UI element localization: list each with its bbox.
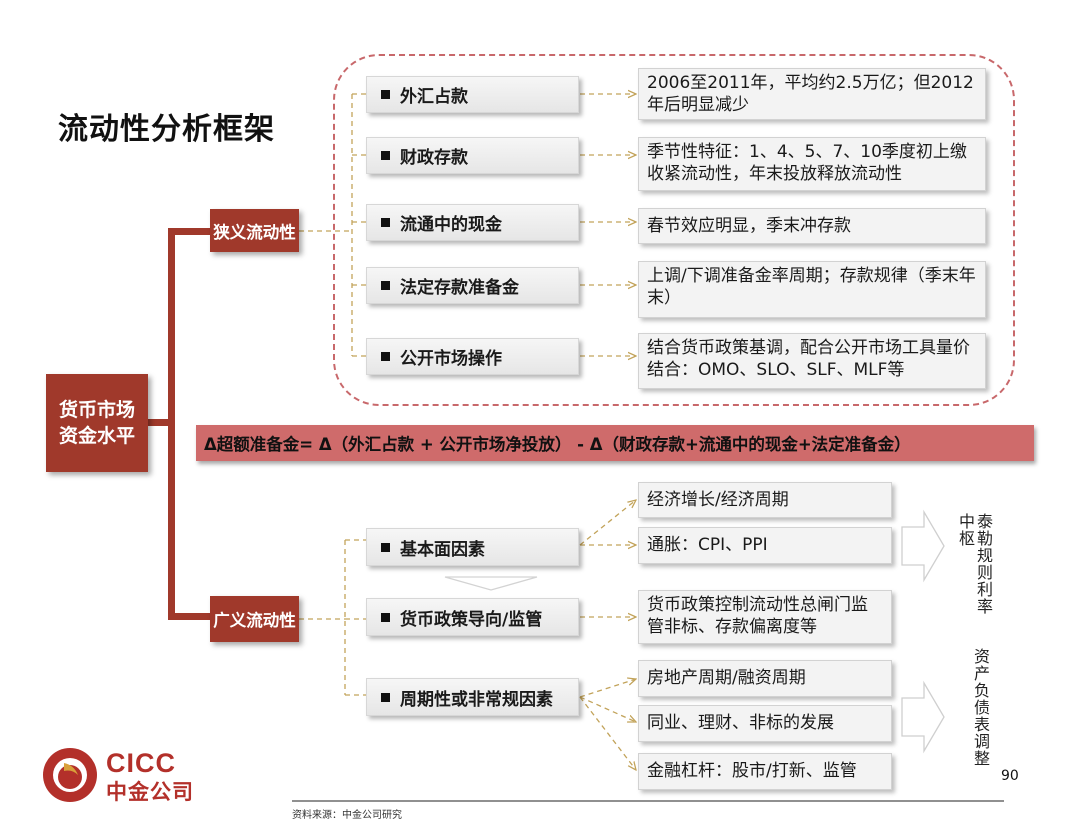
narrow-item-cash: 流通中的现金 bbox=[366, 204, 579, 241]
item-label: 财政存款 bbox=[400, 148, 468, 168]
broad-item-fundamentals: 基本面因素 bbox=[366, 528, 579, 566]
broad-desc-policy: 货币政策控制流动性总闸门监管非标、存款偏离度等 bbox=[638, 590, 892, 644]
logo-wordmark: CICC bbox=[106, 748, 176, 778]
source-note: 资料来源：中金公司研究 bbox=[292, 810, 402, 821]
item-label: 公开市场操作 bbox=[400, 349, 502, 369]
broad-desc-property: 房地产周期/融资周期 bbox=[638, 660, 892, 697]
item-label: 流通中的现金 bbox=[400, 215, 502, 235]
narrow-item-reserve: 法定存款准备金 bbox=[366, 267, 579, 304]
broad-desc-inflation: 通胀：CPI、PPI bbox=[638, 527, 892, 564]
narrow-item-forex: 外汇占款 bbox=[366, 76, 579, 113]
item-label: 外汇占款 bbox=[400, 87, 468, 107]
bullet-icon bbox=[381, 281, 390, 290]
broad-item-cyclical: 周期性或非常规因素 bbox=[366, 678, 579, 716]
item-label: 货币政策导向/监管 bbox=[400, 609, 543, 630]
narrow-desc-forex: 2006至2011年，平均约2.5万亿；但2012年后明显减少 bbox=[638, 68, 986, 120]
item-label: 法定存款准备金 bbox=[400, 278, 519, 298]
bullet-icon bbox=[381, 612, 390, 622]
page-number: 90 bbox=[1001, 768, 1019, 784]
narrow-liquidity-node: 狭义流动性 bbox=[210, 209, 299, 252]
cicc-logo-icon bbox=[42, 747, 98, 803]
broad-desc-interbank: 同业、理财、非标的发展 bbox=[638, 705, 892, 742]
broad-liquidity-node: 广义流动性 bbox=[210, 596, 299, 642]
narrow-liquidity-frame bbox=[333, 54, 1015, 406]
logo-chinese: 中金公司 bbox=[106, 781, 194, 804]
balance-sheet-label: 资产负债表调整 bbox=[973, 647, 990, 768]
broad-desc-leverage: 金融杠杆：股市/打新、监管 bbox=[638, 753, 892, 790]
root-node: 货币市场资金水平 bbox=[46, 374, 148, 472]
anchor-label: 中枢 bbox=[958, 512, 975, 548]
narrow-desc-omo: 结合货币政策基调，配合公开市场工具量价结合：OMO、SLO、SLF、MLF等 bbox=[638, 333, 986, 389]
item-label: 基本面因素 bbox=[400, 539, 485, 560]
bullet-icon bbox=[381, 352, 390, 361]
narrow-desc-cash: 春节效应明显，季末冲存款 bbox=[638, 208, 986, 244]
narrow-item-omo: 公开市场操作 bbox=[366, 338, 579, 375]
bullet-icon bbox=[381, 692, 390, 702]
bullet-icon bbox=[381, 90, 390, 99]
page-title: 流动性分析框架 bbox=[58, 112, 275, 147]
narrow-desc-fiscal: 季节性特征：1、4、5、7、10季度初上缴收紧流动性，年末投放释放流动性 bbox=[638, 137, 986, 191]
taylor-rule-label: 泰勒规则利率 bbox=[976, 512, 993, 616]
broad-desc-growth: 经济增长/经济周期 bbox=[638, 482, 892, 518]
formula-bar: Δ超额准备金= Δ（外汇占款 + 公开市场净投放） - Δ（财政存款+流通中的现… bbox=[196, 425, 1034, 461]
bullet-icon bbox=[381, 542, 390, 552]
bullet-icon bbox=[381, 151, 390, 160]
bullet-icon bbox=[381, 218, 390, 227]
narrow-desc-reserve: 上调/下调准备金率周期；存款规律（季末年末） bbox=[638, 261, 986, 318]
narrow-item-fiscal: 财政存款 bbox=[366, 137, 579, 174]
broad-item-policy: 货币政策导向/监管 bbox=[366, 598, 579, 636]
item-label: 周期性或非常规因素 bbox=[400, 689, 553, 710]
